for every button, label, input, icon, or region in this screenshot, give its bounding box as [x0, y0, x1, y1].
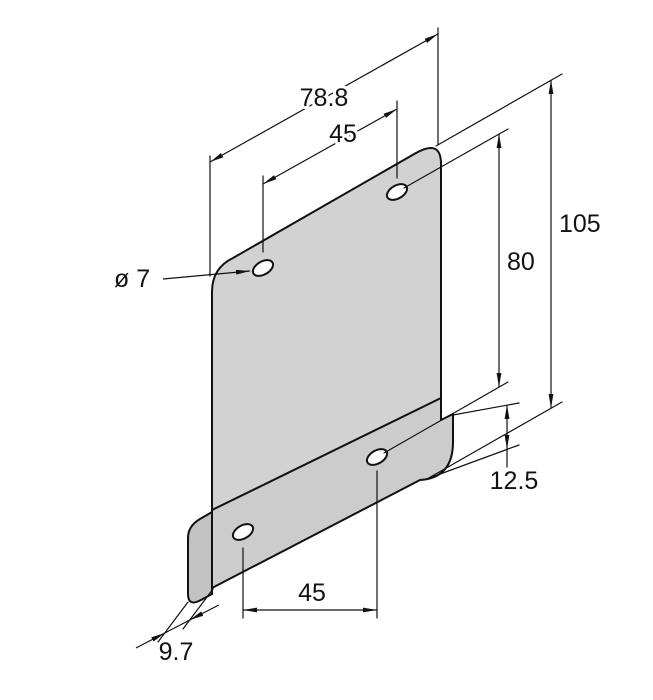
- bracket-body: [187, 146, 454, 604]
- bracket-lower-tab: [211, 393, 454, 589]
- dim-hole-diameter: ø 7: [111, 262, 251, 296]
- extension-line: [157, 601, 189, 643]
- dim-label-top-width: 78.8: [300, 84, 349, 112]
- dim-label-hole-row-offset: 80: [507, 248, 535, 276]
- dim-overall-height: 105: [426, 73, 604, 480]
- dimension-arrow-line: [135, 632, 166, 649]
- hole-bottom-left: [231, 523, 255, 541]
- bracket-thickness-edge: [187, 511, 213, 604]
- dim-top-hole-spacing: 45: [262, 100, 398, 253]
- dim-label-bottom-hole-spacing: 45: [298, 579, 326, 607]
- extension-line: [431, 444, 520, 478]
- dim-hole-row-offset: 80: [383, 128, 538, 454]
- extension-line: [182, 588, 214, 630]
- dim-thickness: 9.7: [135, 588, 220, 669]
- hole-top-left: [251, 259, 275, 277]
- dim-bottom-hole-spacing: 45: [242, 470, 378, 619]
- extension-line: [452, 402, 520, 416]
- dim-label-tab-offset: 12.5: [490, 467, 539, 495]
- extension-line: [403, 128, 509, 189]
- dim-label-top-hole-spacing: 45: [329, 120, 357, 148]
- dimension-arrow-line: [189, 604, 220, 621]
- extension-line: [426, 401, 563, 480]
- leader-line: [162, 269, 251, 280]
- dim-label-hole-diameter: ø 7: [114, 265, 150, 293]
- dimension-line: [262, 108, 398, 185]
- dimension-line: [164, 619, 191, 634]
- dim-label-overall-height: 105: [559, 210, 601, 238]
- dim-label-thickness: 9.7: [159, 638, 194, 666]
- dimension-line: [209, 33, 439, 163]
- extension-line: [383, 381, 509, 454]
- dim-tab-offset: 12.5: [431, 402, 541, 498]
- extension-line: [435, 73, 563, 147]
